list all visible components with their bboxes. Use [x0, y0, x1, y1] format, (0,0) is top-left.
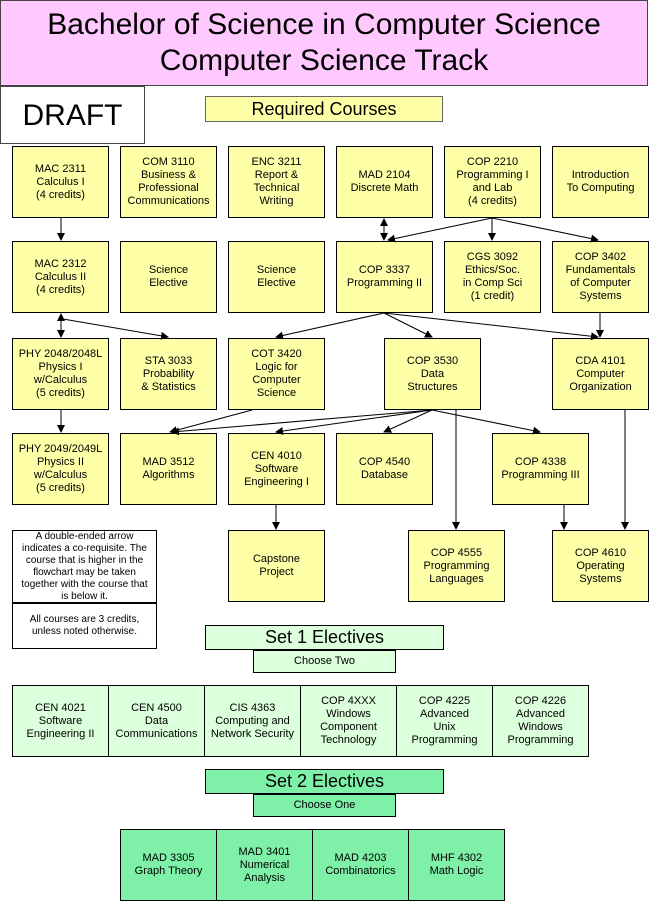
- required-courses-header: Required Courses: [205, 96, 443, 122]
- set1-choose: Choose Two: [253, 650, 396, 673]
- arrow-cop3337-cop3530: [383, 312, 433, 338]
- course-mac2311: MAC 2311 Calculus I (4 credits): [12, 146, 109, 218]
- course-phy2048: PHY 2048/2048L Physics I w/Calculus (5 c…: [12, 338, 109, 410]
- course-science-elective-1: Science Elective: [120, 241, 217, 313]
- set2-header: Set 2 Electives: [205, 769, 444, 794]
- course-cop3530: COP 3530 Data Structures: [384, 338, 481, 410]
- course-intro: Introduction To Computing: [552, 146, 649, 218]
- course-science-elective-2: Science Elective: [228, 241, 325, 313]
- set1-elective: COP 4225 Advanced Unix Programming: [396, 685, 493, 757]
- course-cop4338: COP 4338 Programming III: [492, 433, 589, 505]
- arrow-cop2210-cop3337: [387, 217, 493, 243]
- set2-elective: MAD 3401 Numerical Analysis: [216, 829, 313, 901]
- course-mad2104: MAD 2104 Discrete Math: [336, 146, 433, 218]
- course-enc3211: ENC 3211 Report & Technical Writing: [228, 146, 325, 218]
- course-mac2312: MAC 2312 Calculus II (4 credits): [12, 241, 109, 313]
- set1-elective: CIS 4363 Computing and Network Security: [204, 685, 301, 757]
- set1-elective: CEN 4021 Software Engineering II: [12, 685, 109, 757]
- set2-choose: Choose One: [253, 794, 396, 817]
- set2-elective: MAD 4203 Combinatorics: [312, 829, 409, 901]
- course-cot3420: COT 3420 Logic for Computer Science: [228, 338, 325, 410]
- course-cop3337: COP 3337 Programming II: [336, 241, 433, 313]
- draft-label: DRAFT: [0, 86, 145, 144]
- course-sta3033: STA 3033 Probability & Statistics: [120, 338, 217, 410]
- page-title: Bachelor of Science in Computer Science …: [0, 0, 648, 86]
- arrow-mac2312-sta3033: [62, 318, 169, 340]
- arrow-cop3337-cot3420: [275, 312, 385, 340]
- arrow-cop3530-mad3512: [171, 409, 433, 436]
- set1-elective: CEN 4500 Data Communications: [108, 685, 205, 757]
- set2-elective: MAD 3305 Graph Theory: [120, 829, 217, 901]
- course-cen4010: CEN 4010 Software Engineering I: [228, 433, 325, 505]
- course-cop4540: COP 4540 Database: [336, 433, 433, 505]
- set1-header: Set 1 Electives: [205, 625, 444, 650]
- arrow-cop3530-cop4338: [431, 409, 541, 435]
- course-cgs3092: CGS 3092 Ethics/Soc. in Comp Sci (1 cred…: [444, 241, 541, 313]
- set1-elective: COP 4226 Advanced Windows Programming: [492, 685, 589, 757]
- course-cop2210: COP 2210 Programming I and Lab (4 credit…: [444, 146, 541, 218]
- arrow-cop3530-cen4010: [275, 409, 433, 435]
- set1-elective: COP 4XXX Windows Component Technology: [300, 685, 397, 757]
- arrow-cot3420-mad3512: [169, 409, 253, 435]
- course-mad3512: MAD 3512 Algorithms: [120, 433, 217, 505]
- course-cda4101: CDA 4101 Computer Organization: [552, 338, 649, 410]
- coreq-note: A double-ended arrow indicates a co-requ…: [12, 530, 157, 603]
- course-cop4610: COP 4610 Operating Systems: [552, 530, 649, 602]
- course-com3110: COM 3110 Business & Professional Communi…: [120, 146, 217, 218]
- course-capstone: Capstone Project: [228, 530, 325, 602]
- course-cop3402: COP 3402 Fundamentals of Computer System…: [552, 241, 649, 313]
- arrow-cop2210-cop3402: [491, 217, 599, 243]
- course-cop4555: COP 4555 Programming Languages: [408, 530, 505, 602]
- set2-elective: MHF 4302 Math Logic: [408, 829, 505, 901]
- arrow-cop3337-cda4101: [383, 312, 599, 341]
- credits-note: All courses are 3 credits, unless noted …: [12, 603, 157, 649]
- arrow-cop3530-cop4540: [383, 409, 433, 433]
- course-phy2049: PHY 2049/2049L Physics II w/Calculus (5 …: [12, 433, 109, 505]
